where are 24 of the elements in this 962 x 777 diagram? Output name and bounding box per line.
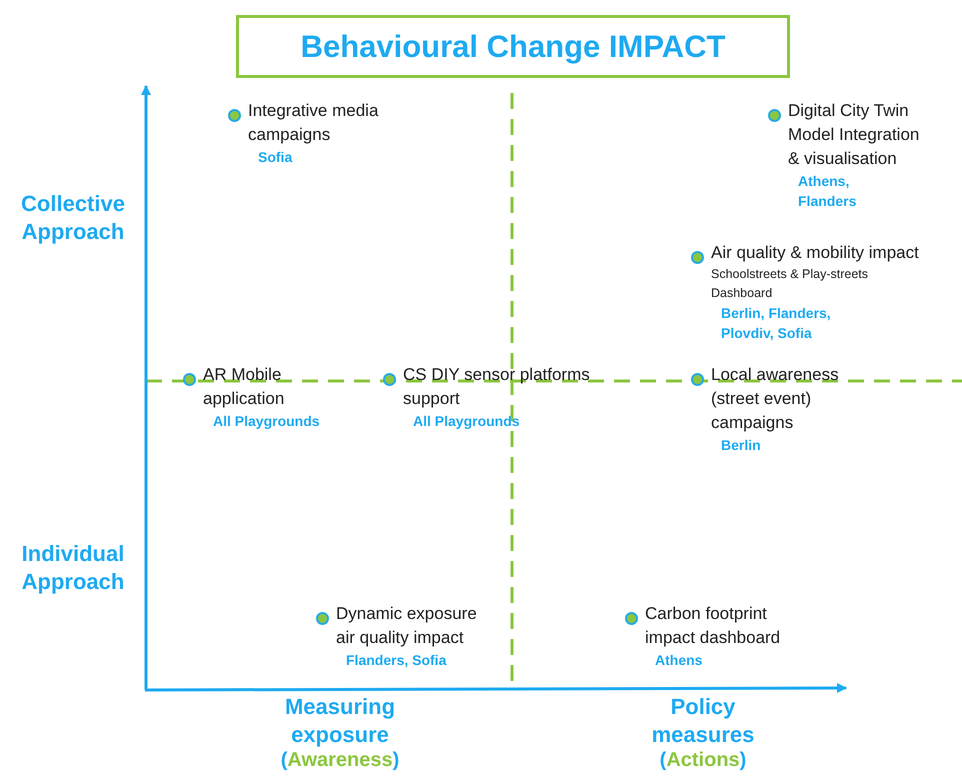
item-label: Air quality & mobility impact <box>711 242 919 264</box>
item-label: Carbon footprint impact dashboard <box>645 603 782 649</box>
axis-label: Measuring exposure <box>284 693 396 749</box>
location-label: Sofia <box>258 148 292 167</box>
location-label: Berlin, Flanders, Plovdiv, Sofia <box>721 304 832 343</box>
axis-label: Collective Approach <box>20 190 126 246</box>
location-label: All Playgrounds <box>213 412 320 431</box>
item-label: Dynamic exposure air quality impact <box>336 603 478 649</box>
item-label: Local awareness (street event) campaigns <box>711 364 840 434</box>
axis-label: Policy measures <box>650 693 756 749</box>
axis-label: (Actions) <box>660 748 746 772</box>
item-label: AR Mobile application <box>203 364 286 410</box>
location-label: All Playgrounds <box>413 412 520 431</box>
location-label: Flanders, Sofia <box>346 651 446 670</box>
location-label: Athens, Flanders <box>798 172 858 211</box>
location-label: Berlin <box>721 436 761 455</box>
item-label: Digital City Twin Model Integration & visualisation <box>788 100 920 170</box>
axis-label: Individual Approach <box>20 540 126 596</box>
item-label: Integrative media campaigns <box>248 100 380 146</box>
location-label: Athens <box>655 651 702 670</box>
item-label: CS DIY sensor platforms support <box>403 364 591 410</box>
title: Behavioural Change IMPACT <box>300 28 726 64</box>
axis-label: (Awareness) <box>280 748 400 772</box>
item-note: Schoolstreets & Play-streets Dashboard <box>711 266 870 302</box>
